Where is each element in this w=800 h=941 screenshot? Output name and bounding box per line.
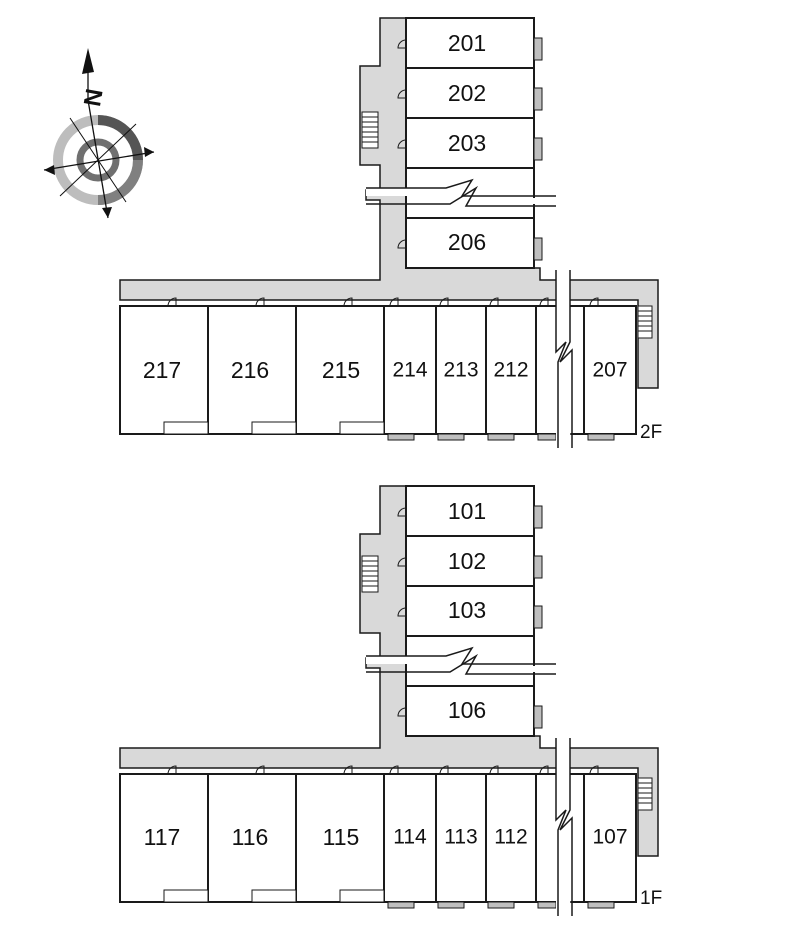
room xyxy=(207,773,297,903)
room-label-107: 107 xyxy=(592,826,627,849)
room-label-115: 115 xyxy=(323,824,360,850)
north-label: N xyxy=(79,87,109,109)
room xyxy=(383,305,437,435)
room xyxy=(383,773,437,903)
room xyxy=(295,773,385,903)
staircase-icon xyxy=(361,555,379,593)
corridor xyxy=(119,17,659,389)
room xyxy=(405,685,535,737)
break-line xyxy=(366,178,556,207)
corridor xyxy=(119,485,659,857)
room xyxy=(583,305,637,435)
staircase-icon xyxy=(637,305,653,339)
room xyxy=(119,773,209,903)
room-label-114: 114 xyxy=(393,826,427,849)
room xyxy=(405,535,535,587)
staircase-icon xyxy=(637,777,653,811)
room xyxy=(485,305,537,435)
room xyxy=(405,67,535,119)
break-line xyxy=(366,646,556,675)
room-label-202: 202 xyxy=(448,80,486,106)
room-label-113: 113 xyxy=(444,826,477,849)
floor-2f xyxy=(119,17,659,448)
compass: N xyxy=(43,48,155,219)
room-label-213: 213 xyxy=(443,359,478,382)
room xyxy=(435,305,487,435)
room-label-102: 102 xyxy=(448,548,486,574)
room-label-116: 116 xyxy=(232,824,269,850)
room xyxy=(207,305,297,435)
floor-1f xyxy=(119,485,659,916)
room-label-106: 106 xyxy=(448,697,486,723)
room-label-215: 215 xyxy=(322,357,360,383)
room-label-101: 101 xyxy=(448,498,486,524)
room-label-201: 201 xyxy=(448,30,486,56)
room-label-206: 206 xyxy=(448,229,486,255)
room-label-112: 112 xyxy=(494,826,527,849)
room-label-117: 117 xyxy=(144,824,181,850)
break-line xyxy=(555,270,573,448)
room-label-103: 103 xyxy=(448,597,486,623)
room-label-214: 214 xyxy=(392,359,427,382)
room xyxy=(583,773,637,903)
north-arrow-icon xyxy=(82,48,94,74)
floor-label-1f: 1F xyxy=(640,888,662,909)
floor-label-2f: 2F xyxy=(640,422,662,443)
room-label-216: 216 xyxy=(231,357,269,383)
staircase-icon xyxy=(361,111,379,149)
room xyxy=(405,217,535,269)
room-label-207: 207 xyxy=(592,359,627,382)
room-label-217: 217 xyxy=(143,357,181,383)
room-label-203: 203 xyxy=(448,130,486,156)
break-line xyxy=(555,738,573,916)
room xyxy=(405,117,535,169)
room xyxy=(405,17,535,69)
room-label-212: 212 xyxy=(493,359,528,382)
